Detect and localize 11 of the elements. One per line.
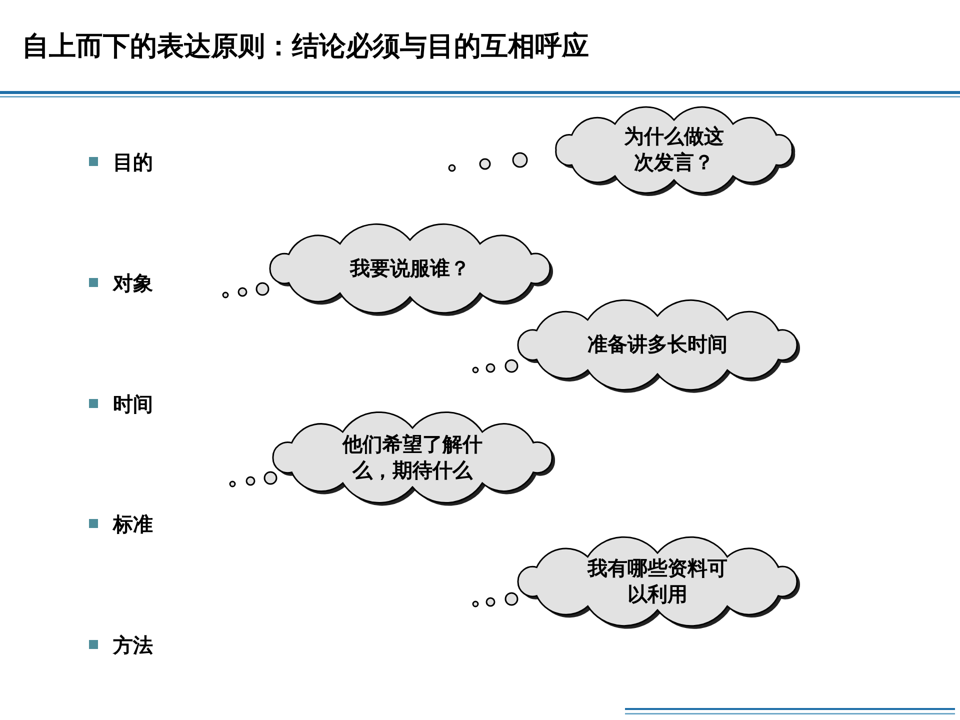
cloud-text: 他们希望了解什么，期待什么 [341,432,484,484]
list-item: 目的 [113,151,153,176]
slide-title: 自上而下的表达原则：结论必须与目的互相呼应 [22,30,589,63]
list-item: 对象 [113,272,153,297]
list-item: 方法 [113,634,153,659]
cloud-text: 我有哪些资料可以利用 [586,556,728,608]
cloud-text: 我要说服谁？ [348,256,471,282]
cloud-text: 为什么做这次发言？ [623,124,725,176]
list-item: 标准 [113,513,153,538]
list-item: 时间 [113,393,153,418]
cloud-text: 准备讲多长时间 [586,333,728,358]
